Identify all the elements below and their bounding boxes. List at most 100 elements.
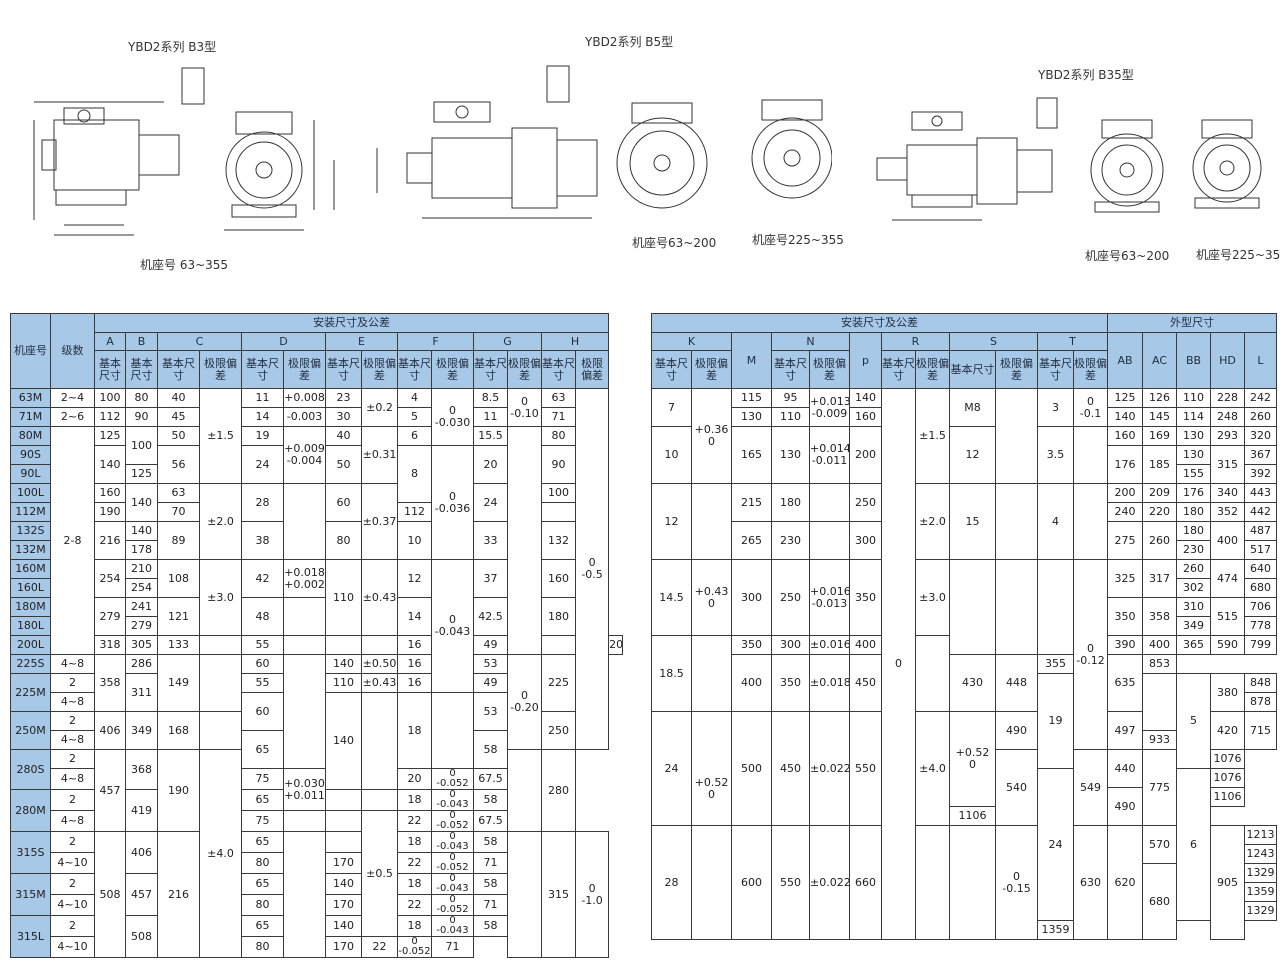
frame-cell: 200L bbox=[10, 635, 51, 655]
g-cell: 37 bbox=[473, 559, 508, 598]
b5-title: YBD2系列 B5型 bbox=[585, 35, 674, 49]
s-cell: 24 bbox=[1037, 768, 1074, 921]
t-tol-cell: 0-0.15 bbox=[995, 825, 1038, 940]
bb-cell: 114 bbox=[1176, 407, 1211, 427]
c-tol-cell bbox=[199, 635, 242, 655]
poles-cell: 2 bbox=[50, 915, 95, 937]
frame-cell: 225S bbox=[10, 654, 51, 674]
header-install-dims-right: 安装尺寸及公差 bbox=[651, 313, 1108, 333]
header-col: BB bbox=[1176, 332, 1211, 389]
f-tol-cell bbox=[431, 692, 474, 769]
l-cell: 1329 bbox=[1244, 901, 1277, 921]
h-cell: 225 bbox=[541, 654, 576, 712]
k-cell: 18.5 bbox=[651, 635, 692, 712]
p-cell: 160 bbox=[849, 407, 882, 427]
poles-cell: 2-8 bbox=[50, 426, 95, 655]
d-cell: 80 bbox=[241, 936, 284, 958]
header-col: R bbox=[881, 332, 950, 351]
bb-cell: 355 bbox=[1037, 654, 1074, 674]
e-cell: 140 bbox=[325, 915, 362, 937]
a-cell: 254 bbox=[94, 559, 126, 598]
h-cell: 280 bbox=[541, 749, 576, 832]
ab-cell: 350 bbox=[1107, 597, 1143, 636]
d-tol-cell: +0.009-0.004 bbox=[283, 426, 326, 484]
n-tol-cell: ±0.016 bbox=[809, 635, 850, 655]
bb-cell: 365 bbox=[1176, 635, 1211, 655]
h-cell: 112 bbox=[397, 502, 432, 522]
f-tol-cell: 0-0.052 bbox=[431, 852, 474, 874]
d-cell: 28 bbox=[241, 483, 284, 522]
e-cell: 170 bbox=[325, 894, 362, 916]
l-cell: 367 bbox=[1244, 445, 1277, 465]
f-tol-cell: 0-0.052 bbox=[431, 894, 474, 916]
header-tol: 极限偏差 bbox=[283, 350, 326, 389]
d-cell: 65 bbox=[241, 730, 284, 769]
m-cell: 265 bbox=[731, 521, 772, 560]
bb-cell: 130 bbox=[1176, 426, 1211, 446]
header-col: N bbox=[771, 332, 850, 351]
frame-cell: 180L bbox=[10, 616, 51, 636]
g-cell: 49 bbox=[473, 635, 508, 655]
l-cell: 1329 bbox=[1244, 863, 1277, 883]
f-cell: 18 bbox=[397, 831, 432, 853]
c-cell: 63 bbox=[157, 483, 200, 503]
b3-motor-drawing bbox=[14, 60, 344, 245]
poles-cell: 2 bbox=[50, 749, 95, 769]
t-tol-cell: 0-0.1 bbox=[1073, 388, 1108, 427]
d-cell: 80 bbox=[241, 852, 284, 874]
header-col: A bbox=[94, 332, 126, 351]
g-tol-cell: 0-0.20 bbox=[507, 654, 542, 750]
t-cell bbox=[1037, 559, 1074, 655]
m-cell: 600 bbox=[731, 825, 772, 940]
header-col: K bbox=[651, 332, 732, 351]
d-tol-cell bbox=[283, 831, 326, 958]
bb-cell: 680 bbox=[1142, 863, 1177, 940]
l-cell: 1106 bbox=[1210, 787, 1245, 807]
a-cell: 406 bbox=[94, 711, 126, 750]
hd-cell: 590 bbox=[1210, 635, 1245, 655]
p-cell: 140 bbox=[849, 388, 882, 408]
header-tol: 极限偏差 bbox=[574, 350, 610, 389]
h-cell: 63 bbox=[541, 388, 576, 408]
n-tol-cell: +0.013-0.009 bbox=[809, 388, 850, 427]
k-cell: 7 bbox=[651, 388, 692, 427]
m-cell: 215 bbox=[731, 483, 772, 522]
l-cell: 1213 bbox=[1244, 825, 1277, 845]
n-tol-cell: +0.016-0.013 bbox=[809, 559, 850, 636]
b-cell: 100 bbox=[125, 426, 158, 465]
header-tol: 极限偏差 bbox=[809, 350, 850, 389]
d-tol-cell bbox=[283, 597, 326, 636]
header-tol: 极限偏差 bbox=[361, 350, 398, 389]
ab-cell: 275 bbox=[1107, 521, 1143, 560]
e-tol-cell bbox=[361, 635, 398, 655]
a-cell: 318 bbox=[94, 635, 126, 655]
e-tol-cell: ±0.37 bbox=[361, 483, 398, 560]
poles-cell: 4~8 bbox=[50, 730, 95, 750]
poles-cell: 4~8 bbox=[50, 654, 95, 674]
e-cell: 60 bbox=[325, 483, 362, 522]
right-dimension-table: 安装尺寸及公差 外型尺寸 K M N p R S T AB AC BB HD L… bbox=[651, 313, 1277, 940]
f-cell: 12 bbox=[397, 559, 432, 598]
b-cell: 508 bbox=[125, 915, 158, 958]
g-cell: 71 bbox=[431, 936, 474, 958]
g-cell: 58 bbox=[473, 873, 508, 895]
l-cell: 487 bbox=[1244, 521, 1277, 541]
c-tol-cell bbox=[199, 654, 242, 712]
e-cell: 110 bbox=[325, 559, 362, 636]
k-cell: 28 bbox=[651, 825, 692, 940]
p-cell: 400 bbox=[849, 635, 882, 655]
f-cell: 16 bbox=[397, 654, 432, 674]
header-frame-no: 机座号 bbox=[10, 313, 51, 389]
a-cell: 140 bbox=[94, 445, 126, 484]
poles-cell: 2 bbox=[50, 831, 95, 853]
poles-cell: 4~8 bbox=[50, 810, 95, 832]
n-cell: 450 bbox=[771, 711, 810, 826]
b-cell: 210 bbox=[125, 559, 158, 579]
e-cell: 80 bbox=[325, 521, 362, 560]
header-col: H bbox=[540, 332, 610, 351]
b-cell: 254 bbox=[125, 578, 158, 598]
e-tol-cell: ±0.2 bbox=[361, 388, 398, 427]
bb-cell: 490 bbox=[1107, 787, 1143, 826]
p-cell: 200 bbox=[849, 426, 882, 484]
